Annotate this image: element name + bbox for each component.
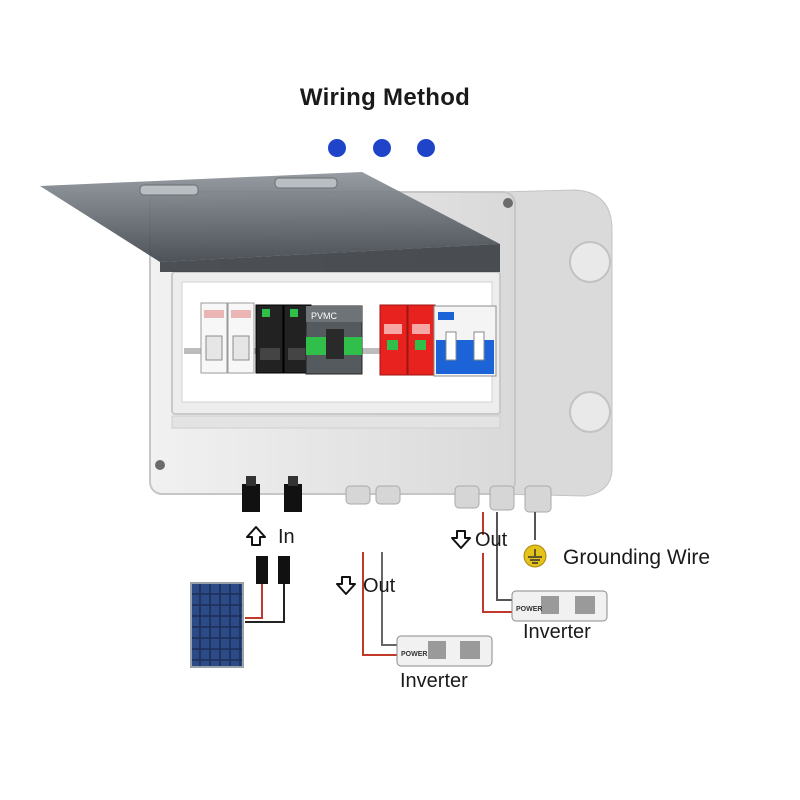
dc-isolator: PVMC	[305, 305, 363, 375]
screw	[503, 198, 513, 208]
cable-gland	[524, 485, 552, 513]
bottom-lip	[171, 415, 501, 429]
title-dot	[417, 139, 435, 157]
pv-connector	[284, 476, 302, 512]
screw	[155, 460, 165, 470]
title-dots	[328, 139, 435, 157]
knockout	[569, 241, 611, 283]
in-label: In	[278, 526, 295, 548]
solar-panel-icon	[190, 582, 244, 668]
cable-gland	[345, 485, 371, 505]
inverter-brand: POWER	[401, 651, 427, 658]
inverter-left: POWER	[396, 635, 493, 667]
fuse-holder	[200, 302, 228, 374]
inverter-brand: POWER	[516, 606, 542, 613]
out-wire	[362, 552, 398, 656]
surge-protector-ac	[407, 304, 436, 376]
din-modules: PVMC	[200, 302, 497, 377]
surge-protector-ac	[379, 304, 408, 376]
grounding-wire-label: Grounding Wire	[563, 546, 711, 569]
cable-glands	[242, 476, 552, 513]
out-label-right: Out	[475, 529, 508, 551]
cable-gland	[489, 485, 515, 511]
title-dot	[328, 139, 346, 157]
cable-gland	[375, 485, 401, 505]
inverter-label-left: Inverter	[400, 670, 468, 692]
inverter-label-right: Inverter	[523, 621, 591, 643]
arrow-up-icon	[246, 526, 266, 546]
transparent-cover	[40, 172, 500, 272]
arrow-down-icon	[336, 576, 356, 595]
solar-connectors	[256, 556, 290, 584]
arrow-down-icon	[451, 530, 471, 549]
ac-breaker	[433, 305, 497, 377]
out-wire	[381, 552, 398, 646]
fuse-holder	[227, 302, 255, 374]
isolator-brand: PVMC	[311, 311, 338, 321]
cover-hinge	[274, 177, 338, 189]
cover-hinge	[139, 184, 199, 196]
out-wire	[482, 553, 512, 613]
inverter-right: POWER	[511, 590, 608, 622]
surge-protector-dc	[255, 304, 284, 374]
cable-gland	[454, 485, 480, 509]
pv-connector	[242, 476, 260, 512]
title-dot	[373, 139, 391, 157]
box-side	[499, 189, 613, 497]
out-label-left: Out	[363, 575, 396, 597]
page-title: Wiring Method	[299, 84, 471, 111]
out-wire	[496, 512, 512, 601]
ground-icon	[523, 544, 547, 568]
knockout	[569, 391, 611, 433]
